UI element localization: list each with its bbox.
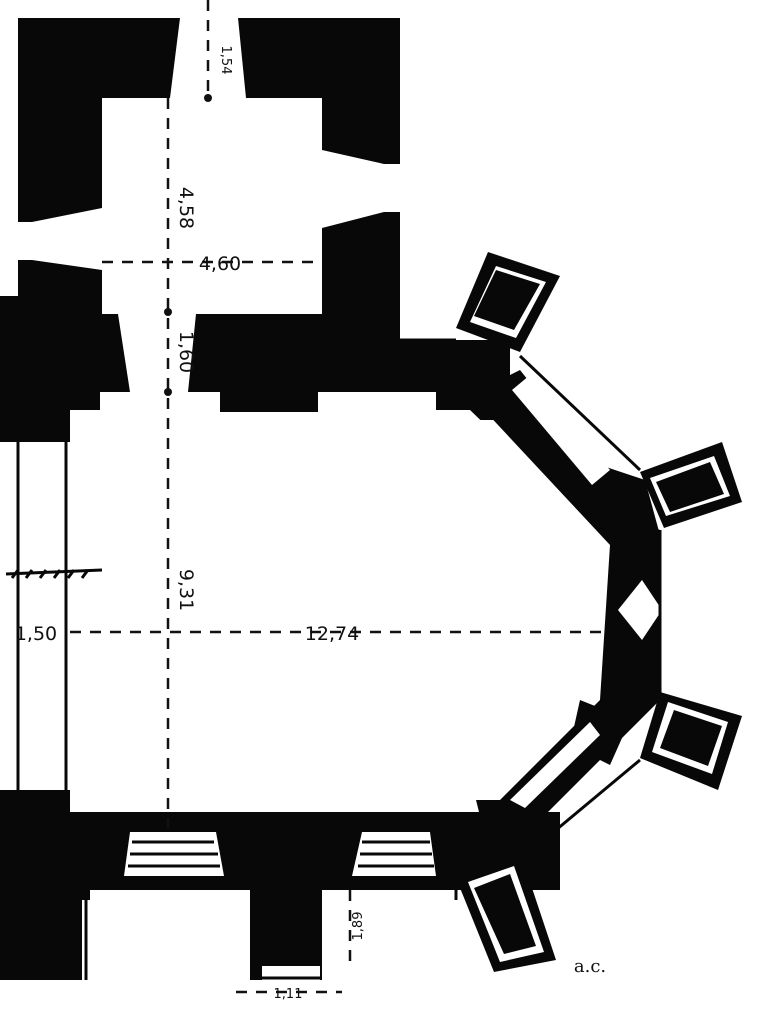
dim-tower-depth: 4,58: [175, 187, 197, 229]
dim-nave-width: 9,31: [175, 569, 197, 611]
dim-tower-passage: 1,60: [175, 331, 197, 373]
apse-outline: [400, 338, 662, 862]
dim-chapel-wall: 1,11: [274, 987, 303, 1002]
tower-room: [102, 98, 322, 314]
dim-chapel-depth: 1,89: [351, 912, 366, 941]
apse: [470, 370, 662, 850]
south-chapels: [84, 880, 458, 980]
author-signature: a.c.: [574, 956, 606, 977]
tower-right-window: [322, 150, 400, 228]
apse-buttresses: [456, 252, 742, 972]
tower-top-opening: [170, 18, 246, 98]
dimension-lines: [70, 0, 608, 994]
dim-tower-opening: 1,54: [218, 46, 233, 75]
nave-left-porch: [18, 442, 68, 790]
dim-nave-length: 12,74: [305, 623, 359, 645]
ground-line: [5, 568, 103, 579]
nave: [70, 392, 610, 812]
tower-left-window: [18, 208, 102, 270]
tower-passage: [118, 314, 196, 392]
dim-wall-thickness: 1,50: [15, 623, 57, 645]
door-steps: [128, 840, 434, 868]
dim-tower-width: 4,60: [199, 253, 241, 275]
